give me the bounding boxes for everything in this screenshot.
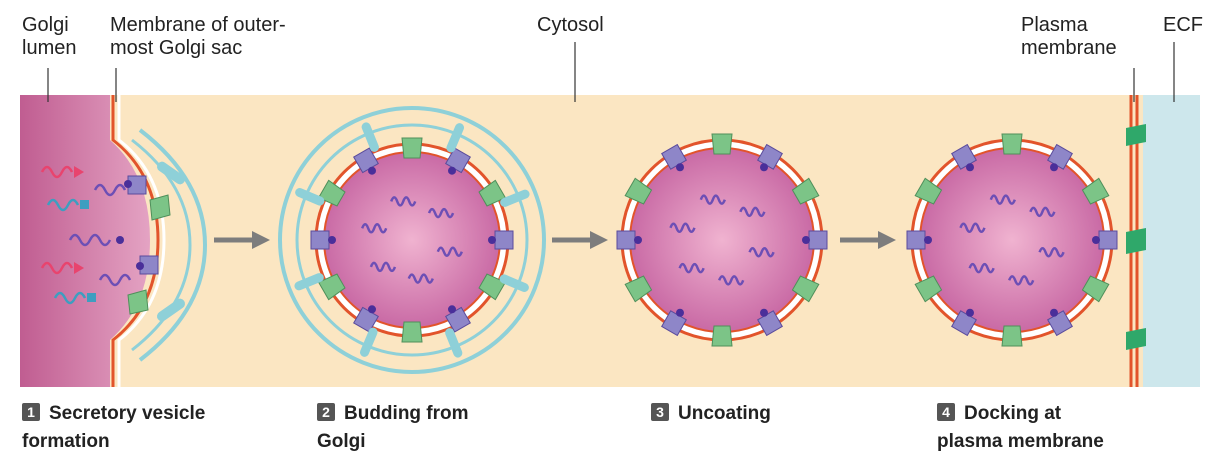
ecf-label: ECF [1163, 14, 1203, 36]
step-1-caption: 1 Secretory vesicle formation [22, 400, 205, 456]
membrane-outer-label-line1: Membrane of outer- [110, 14, 286, 36]
arrow-1-to-2 [214, 231, 270, 249]
step-1-line2: formation [22, 431, 110, 452]
golgi-lumen-label-line1: Golgi [22, 14, 69, 36]
step-1-receptors [93, 175, 171, 315]
golgi-lumen-label-line2: lumen [22, 37, 77, 59]
golgi-cargo [40, 165, 124, 305]
vesicle-step-4 [906, 133, 1118, 347]
step-3-caption: 3 Uncoating [651, 400, 771, 428]
membrane-outer-label-line2: most Golgi sac [110, 37, 243, 59]
step-2-line1: Budding from [344, 403, 469, 424]
step-4-line2: plasma membrane [937, 431, 1104, 452]
golgi-lumen-region [20, 95, 150, 387]
step-2-number: 2 [317, 403, 335, 421]
step-2-line2: Golgi [317, 431, 366, 452]
arrow-3-to-4 [840, 231, 896, 249]
step-1-coat [131, 128, 208, 362]
step-4-line1: Docking at [964, 403, 1062, 424]
arrow-2-to-3 [552, 231, 608, 249]
plasma-membrane-docking-proteins [1126, 124, 1146, 350]
golgi-membrane [111, 95, 160, 387]
cytosol-label: Cytosol [537, 14, 604, 36]
vesicles [294, 122, 1118, 358]
vesicle-step-2 [294, 122, 530, 358]
step-2-caption: 2 Budding from Golgi [317, 400, 469, 456]
ecf-region [1143, 95, 1200, 387]
step-1-number: 1 [22, 403, 40, 421]
step-2-coat [278, 106, 546, 374]
golgi-lumen-label: Golgi lumen [22, 14, 76, 60]
plasma-membrane-label-line2: membrane [1021, 37, 1117, 59]
step-4-caption: 4 Docking at plasma membrane [937, 400, 1104, 456]
step-3-line1: Uncoating [678, 403, 771, 424]
vesicle-step-3 [616, 133, 828, 347]
step-4-number: 4 [937, 403, 955, 421]
plasma-membrane-label: Plasma membrane [1021, 14, 1117, 60]
golgi-membrane-inner [117, 95, 166, 387]
membrane-outer-golgi-label: Membrane of outer- most Golgi sac [110, 14, 286, 60]
step-1-line1: Secretory vesicle [49, 403, 206, 424]
step-3-number: 3 [651, 403, 669, 421]
plasma-membrane-label-line1: Plasma [1021, 14, 1088, 36]
